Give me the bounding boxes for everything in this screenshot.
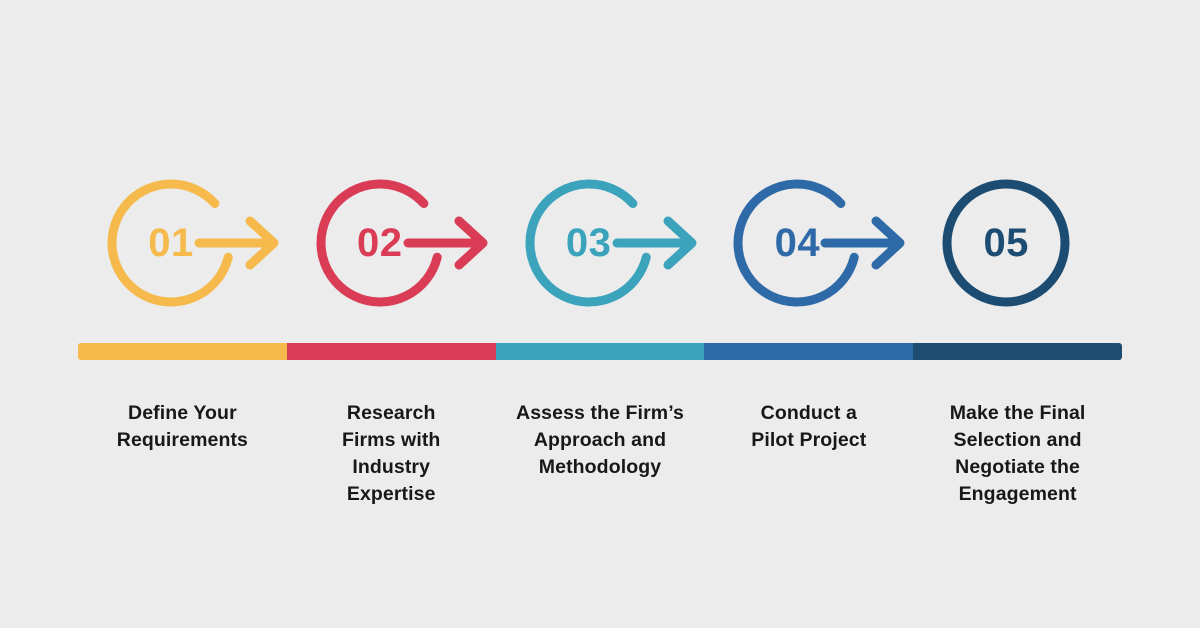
step-number-03: 03 [565, 221, 612, 265]
step-label-cell-04: Conduct a Pilot Project [704, 400, 913, 508]
circle-ring-open [107, 179, 233, 307]
bar-segment-2 [286, 343, 496, 360]
step-number-01: 01 [148, 221, 194, 265]
step-label-text-02: Research Firms with Industry Expertise [341, 402, 441, 505]
circle-ring-closed [942, 179, 1070, 307]
step-node-05[interactable]: 05 [913, 162, 1122, 324]
step-label-text-01: Define Your Requirements [116, 402, 249, 451]
step-node-03[interactable]: 03 [496, 162, 705, 324]
step-node-02[interactable]: 02 [287, 162, 496, 324]
step-number-05: 05 [983, 221, 1029, 265]
bar-segment-1 [78, 343, 287, 360]
step-circle-arrow-05 [942, 179, 1070, 307]
step-label-cell-01: Define Your Requirements [78, 400, 287, 508]
step-labels-row: Define Your Requirements Research Firms w… [78, 400, 1122, 508]
step-circle-arrow-02 [316, 179, 488, 307]
step-label-cell-05: Make the Final Selection and Negotiate t… [913, 400, 1122, 508]
step-label-text-05: Make the Final Selection and Negotiate t… [949, 402, 1086, 505]
bar-segment-3 [495, 343, 705, 360]
arrow-head-icon [663, 216, 697, 270]
step-circle-arrow-01 [107, 179, 279, 307]
circle-ring-open [316, 179, 442, 307]
step-label-cell-02: Research Firms with Industry Expertise [287, 400, 496, 508]
arrow-head-icon [454, 216, 488, 270]
bar-segment-5 [913, 343, 1122, 360]
step-number-02: 02 [357, 221, 403, 265]
bar-segment-4 [704, 343, 914, 360]
steps-row: 01 02 03 04 05 [78, 162, 1122, 324]
color-progress-bar [78, 343, 1122, 360]
arrow-head-icon [245, 216, 279, 270]
step-circle-arrow-04 [733, 179, 905, 307]
step-label-text-04: Conduct a Pilot Project [751, 402, 867, 451]
circle-ring-open [733, 179, 860, 307]
step-label-cell-03: Assess the Firm’s Approach and Methodolo… [496, 400, 705, 508]
circle-ring-open [525, 179, 651, 307]
step-circle-arrow-03 [525, 179, 697, 307]
step-label-text-03: Assess the Firm’s Approach and Methodolo… [516, 402, 684, 478]
arrow-head-icon [871, 216, 905, 270]
step-node-04[interactable]: 04 [704, 162, 913, 324]
step-node-01[interactable]: 01 [78, 162, 287, 324]
step-number-04: 04 [774, 221, 821, 265]
